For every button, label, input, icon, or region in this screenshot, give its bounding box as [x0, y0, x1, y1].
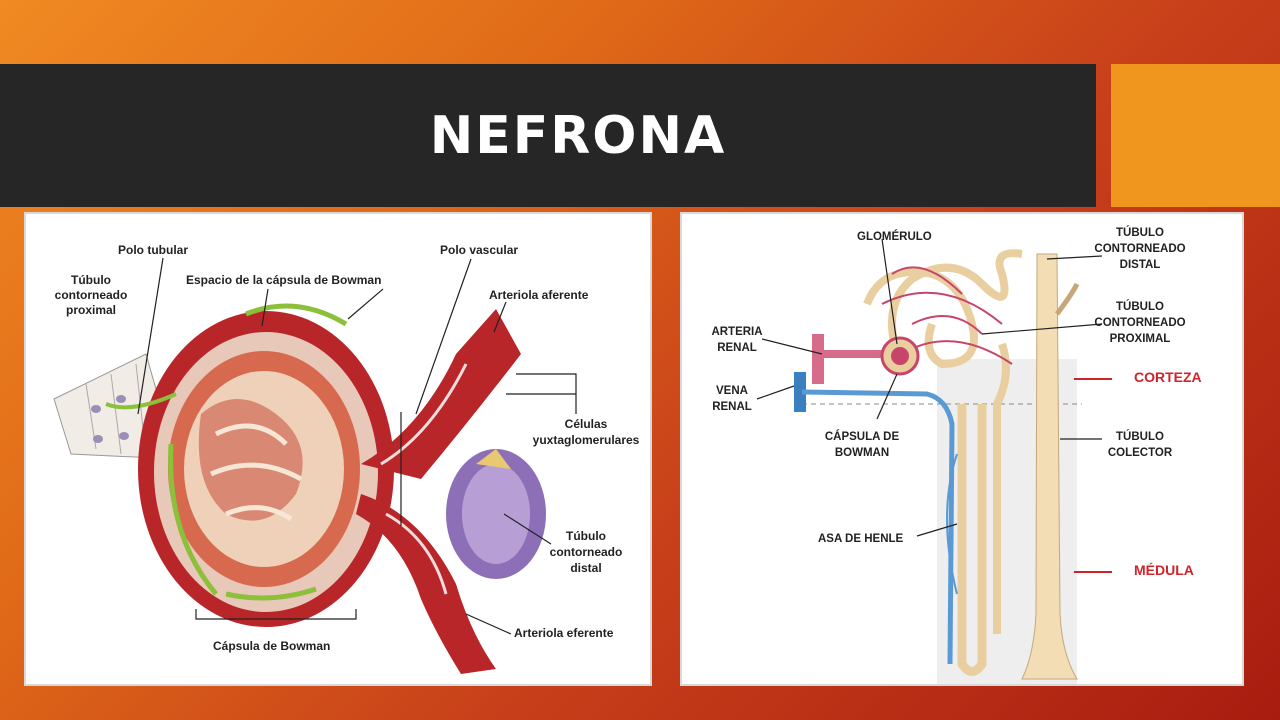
label-arteria-2: RENAL: [717, 342, 757, 354]
label-arteriola-aferente: Arteriola aferente: [489, 288, 589, 302]
label-polo-tubular: Polo tubular: [118, 243, 188, 257]
zone-markers: [1074, 378, 1112, 573]
label-glomerulo: GLOMÉRULO: [857, 230, 932, 243]
label-medula: MÉDULA: [1134, 562, 1194, 578]
label-capsula-2: BOWMAN: [835, 447, 889, 459]
label-tubulo-distal-3: distal: [570, 561, 601, 575]
label-celulas-2: yuxtaglomerulares: [533, 433, 640, 447]
nephron-diagram: GLOMÉRULO TÚBULO CONTORNEADO DISTAL TÚBU…: [680, 212, 1244, 686]
label-tubulo-proximal-3: proximal: [66, 303, 116, 317]
label-distal-2: CONTORNEADO: [1094, 243, 1185, 255]
tubule-illustration: [863, 249, 1023, 676]
leader-lines: [137, 257, 577, 635]
label-proximal-2: CONTORNEADO: [1094, 317, 1185, 329]
label-asa-henle: ASA DE HENLE: [818, 533, 904, 545]
label-vena-2: RENAL: [712, 401, 752, 413]
label-proximal-3: PROXIMAL: [1110, 333, 1171, 345]
label-arteria-1: ARTERIA: [711, 326, 762, 338]
vessels-illustration: [794, 334, 958, 665]
renal-corpuscle-illustration: Polo tubular Túbulo contorneado proximal…: [53, 243, 640, 674]
label-espacio-capsula: Espacio de la cápsula de Bowman: [186, 273, 381, 287]
label-capsula-1: CÁPSULA DE: [825, 430, 900, 443]
accent-block: [1111, 64, 1280, 207]
label-tubulo-proximal-1: Túbulo: [71, 273, 111, 287]
collecting-duct-illustration: [1021, 253, 1080, 680]
title-bar: NEFRONA: [0, 64, 1096, 207]
leader-lines: [756, 238, 1103, 537]
slide-title: NEFRONA: [429, 105, 727, 166]
label-tubulo-proximal-2: contorneado: [55, 288, 128, 302]
renal-corpuscle-diagram: Polo tubular Túbulo contorneado proximal…: [24, 212, 652, 686]
nephron-illustration: GLOMÉRULO TÚBULO CONTORNEADO DISTAL TÚBU…: [711, 226, 1202, 684]
label-colector-1: TÚBULO: [1116, 430, 1164, 443]
label-corteza: CORTEZA: [1134, 369, 1202, 385]
label-distal-1: TÚBULO: [1116, 226, 1164, 239]
label-polo-vascular: Polo vascular: [440, 243, 518, 257]
label-colector-2: COLECTOR: [1108, 447, 1173, 459]
label-arteriola-eferente: Arteriola eferente: [514, 626, 614, 640]
label-proximal-1: TÚBULO: [1116, 300, 1164, 313]
label-celulas-1: Células: [565, 417, 608, 431]
label-tubulo-distal-1: Túbulo: [566, 529, 606, 543]
label-capsula-bowman: Cápsula de Bowman: [213, 639, 330, 653]
bowman-capsule-illustration: [105, 303, 394, 627]
label-tubulo-distal-2: contorneado: [550, 545, 623, 559]
label-distal-3: DISTAL: [1120, 259, 1161, 271]
label-vena-1: VENA: [716, 385, 748, 397]
